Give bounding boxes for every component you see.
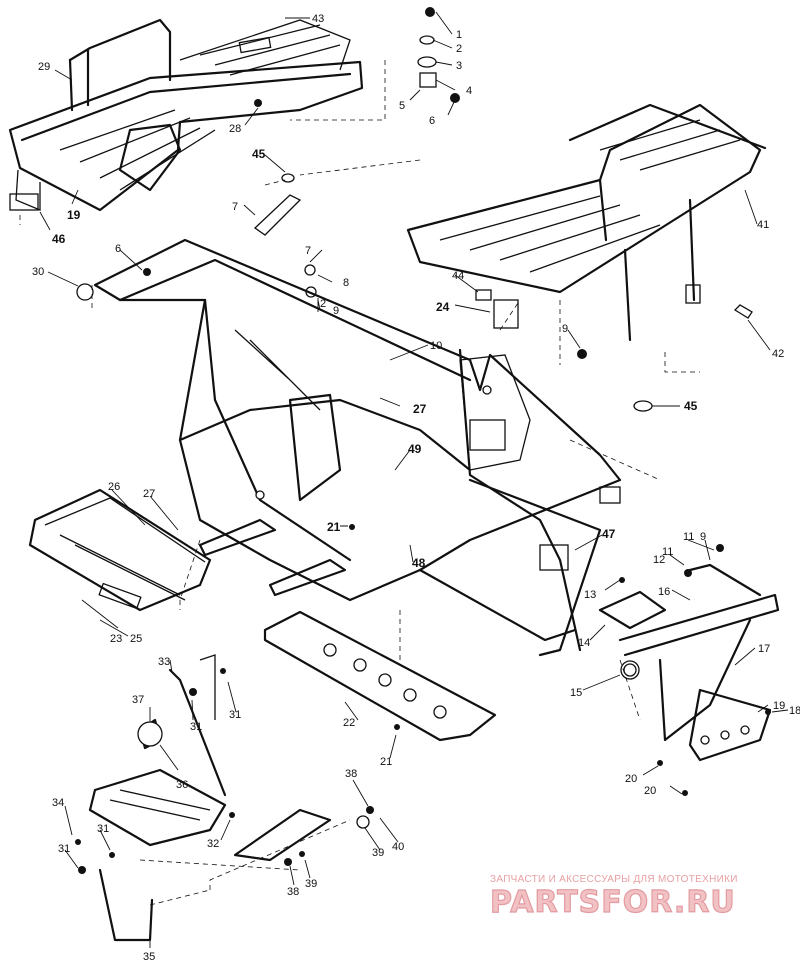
callout-19-right: 19 xyxy=(773,700,785,712)
callout-12: 12 xyxy=(653,554,665,566)
callout-45-top: 45 xyxy=(252,147,266,161)
callout-27-bumper: 27 xyxy=(143,488,155,500)
callout-9-right: 9 xyxy=(700,531,706,543)
callout-6-frame: 6 xyxy=(115,243,121,255)
callout-8: 8 xyxy=(343,277,349,289)
callout-4: 4 xyxy=(466,85,472,97)
watermark-brand: PARTSFOR.RU xyxy=(490,885,736,920)
callout-44: 44 xyxy=(452,270,464,282)
callout-48: 48 xyxy=(412,556,426,570)
callout-20-b: 20 xyxy=(644,785,656,797)
callout-31-a: 31 xyxy=(190,721,202,733)
callout-47: 47 xyxy=(602,527,616,541)
callout-42: 42 xyxy=(772,348,784,360)
callout-9-rack: 9 xyxy=(562,323,568,335)
callout-19: 19 xyxy=(67,208,81,222)
right-footrest-assembly xyxy=(598,563,780,762)
callout-20-a: 20 xyxy=(625,773,637,785)
callout-16: 16 xyxy=(658,586,670,598)
callout-21-skid: 21 xyxy=(380,756,392,768)
callout-46: 46 xyxy=(52,232,66,246)
callout-14: 14 xyxy=(578,637,590,649)
callout-32: 32 xyxy=(207,838,219,850)
callout-5: 5 xyxy=(399,100,405,112)
front-rack xyxy=(406,103,767,342)
callout-28: 28 xyxy=(229,123,241,135)
callout-15: 15 xyxy=(570,687,582,699)
callout-1: 1 xyxy=(456,29,462,41)
callout-27-frame: 27 xyxy=(413,402,427,416)
callout-3: 3 xyxy=(456,60,462,72)
callout-31-b: 31 xyxy=(229,709,241,721)
callout-18: 18 xyxy=(789,705,800,717)
callout-26: 26 xyxy=(108,481,120,493)
callout-13: 13 xyxy=(584,589,596,601)
callout-39-b: 39 xyxy=(305,878,317,890)
callout-25: 25 xyxy=(130,633,142,645)
watermark: ЗАПЧАСТИ И АКСЕССУАРЫ ДЛЯ МОТОТЕХНИКИ PA… xyxy=(489,874,738,921)
callout-36: 36 xyxy=(176,779,188,791)
callout-9-mid: 9 xyxy=(333,305,339,317)
callout-29: 29 xyxy=(38,61,50,73)
callout-21-frame: 21 xyxy=(327,520,341,534)
callout-6: 6 xyxy=(429,115,435,127)
callout-37: 37 xyxy=(132,694,144,706)
callout-24: 24 xyxy=(436,300,450,314)
watermark-subtitle: ЗАПЧАСТИ И АКСЕССУАРЫ ДЛЯ МОТОТЕХНИКИ xyxy=(490,874,738,885)
callout-17: 17 xyxy=(758,643,770,655)
callout-7-mid: 7 xyxy=(305,245,311,257)
rear-rack xyxy=(8,18,364,212)
callout-31-c: 31 xyxy=(97,823,109,835)
main-frame xyxy=(93,238,622,657)
callout-38-b: 38 xyxy=(287,886,299,898)
callout-41: 41 xyxy=(757,219,769,231)
callout-11: 11 xyxy=(683,531,694,543)
left-footrest-assembly xyxy=(88,654,332,942)
callout-34: 34 xyxy=(52,797,64,809)
callout-10: 10 xyxy=(430,340,442,352)
leader-lines xyxy=(19,11,789,948)
callout-23: 23 xyxy=(110,633,122,645)
callout-45-right: 45 xyxy=(684,399,698,413)
callout-22: 22 xyxy=(343,717,355,729)
callout-30: 30 xyxy=(32,266,44,278)
callout-49: 49 xyxy=(408,442,422,456)
callout-38-a: 38 xyxy=(345,768,357,780)
callout-11-lower: 11 xyxy=(662,546,673,558)
callout-2: 2 xyxy=(456,43,462,55)
callout-33: 33 xyxy=(158,656,170,668)
rear-bumper xyxy=(28,488,212,612)
callout-43: 43 xyxy=(312,13,324,25)
callout-2-mid: 2 xyxy=(320,298,326,310)
skid-plate xyxy=(263,610,497,742)
callout-7-top: 7 xyxy=(232,201,238,213)
callout-31-d: 31 xyxy=(58,843,70,855)
callout-35: 35 xyxy=(143,951,155,963)
callout-39-a: 39 xyxy=(372,847,384,859)
callout-labels: 1 2 3 4 5 6 43 29 28 19 46 45 7 6 30 7 8… xyxy=(32,13,800,963)
callout-40: 40 xyxy=(392,841,404,853)
